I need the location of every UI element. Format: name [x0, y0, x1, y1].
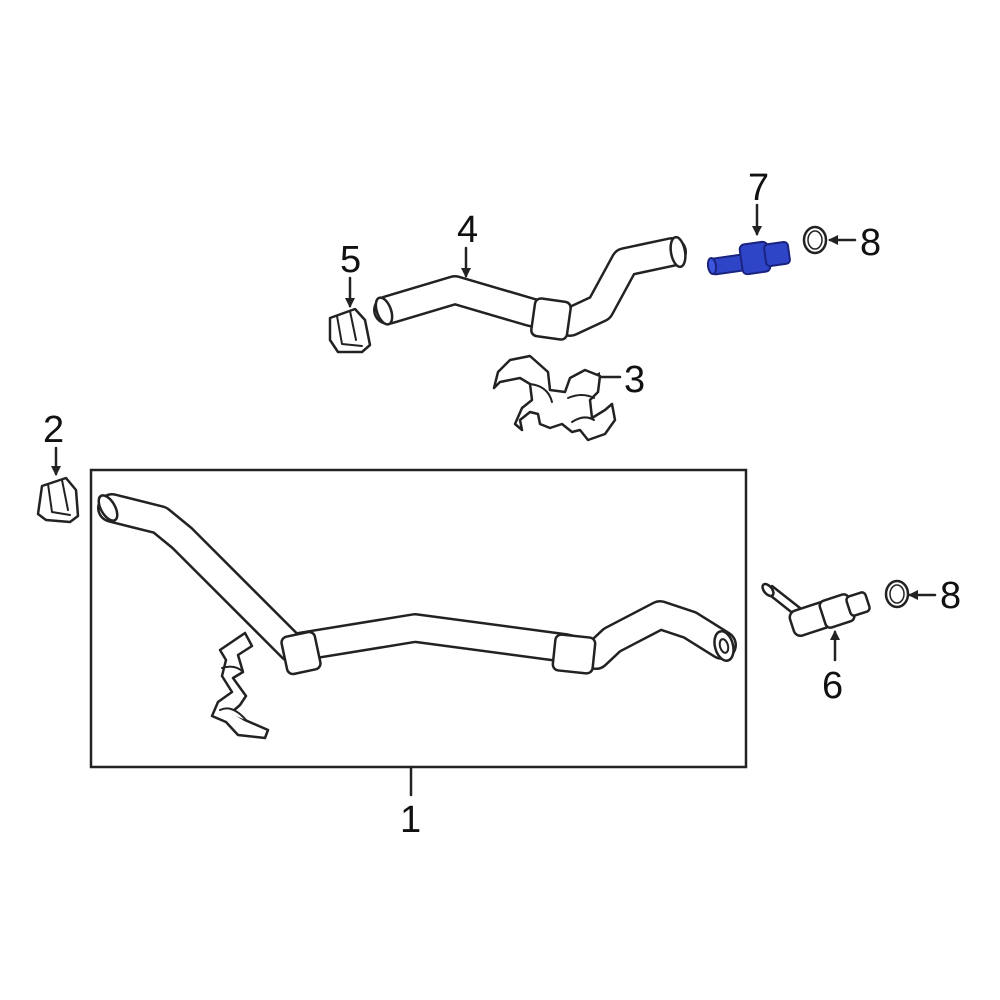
clip-part-2[interactable]: [36, 476, 80, 524]
callout-label-1[interactable]: 1: [400, 799, 421, 841]
connector-part-7-highlighted[interactable]: [706, 240, 791, 276]
bracket-inside-box: [210, 631, 270, 740]
bracket-part-3[interactable]: [492, 354, 617, 442]
callout-label-8-upper[interactable]: 8: [860, 222, 881, 264]
callout-label-2[interactable]: 2: [43, 409, 64, 451]
hose-assembly-part-1[interactable]: [95, 492, 737, 676]
callout-label-6[interactable]: 6: [822, 665, 843, 707]
callout-label-7[interactable]: 7: [748, 167, 769, 209]
callout-label-4[interactable]: 4: [457, 209, 478, 251]
o-ring-part-8-lower[interactable]: [884, 579, 910, 609]
elbow-fitting-part-6[interactable]: [760, 582, 871, 637]
callout-label-8-lower[interactable]: 8: [940, 575, 961, 617]
callout-label-3[interactable]: 3: [624, 359, 645, 401]
leader-lines: [51, 203, 937, 797]
upper-hose-part-4[interactable]: [373, 235, 688, 341]
clip-part-5[interactable]: [328, 307, 372, 354]
hose-assembly-box: [89, 468, 748, 769]
o-ring-part-8-upper[interactable]: [802, 225, 828, 255]
callout-label-5[interactable]: 5: [340, 239, 361, 281]
